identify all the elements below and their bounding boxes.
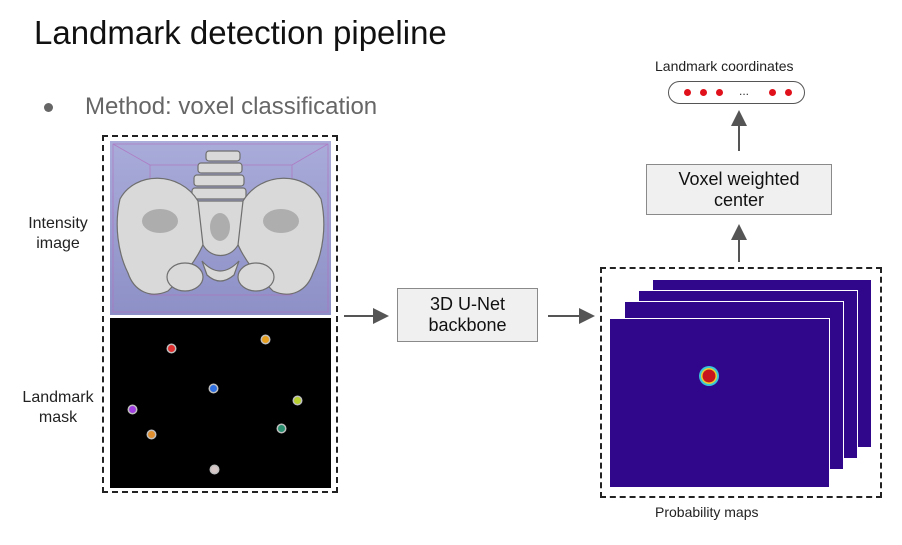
unet-backbone-box: 3D U-Net backbone xyxy=(397,288,538,342)
probability-maps-dashed-box xyxy=(600,267,882,498)
coordinate-dot xyxy=(716,89,723,96)
probability-maps-label: Probability maps xyxy=(655,504,759,520)
intensity-image xyxy=(110,141,331,315)
mask-landmark-dot xyxy=(211,466,218,473)
landmark-mask-label: Landmark mask xyxy=(22,389,94,426)
probability-hotspot xyxy=(699,366,719,386)
landmark-coordinates-pill: ... xyxy=(668,81,805,104)
mask-landmark-dot xyxy=(129,406,136,413)
mask-landmark-dot xyxy=(148,431,155,438)
mask-landmark-dot xyxy=(294,397,301,404)
coordinate-dot xyxy=(700,89,707,96)
method-bullet: Method: voxel classification xyxy=(85,93,378,120)
mask-landmark-dot xyxy=(262,336,269,343)
probability-map-front xyxy=(609,318,830,488)
coordinate-ellipsis: ... xyxy=(739,84,750,98)
landmark-mask-image xyxy=(110,318,331,488)
coordinate-dot xyxy=(785,89,792,96)
mask-landmark-dot xyxy=(278,425,285,432)
coordinate-dot xyxy=(769,89,776,96)
slide-title: Landmark detection pipeline xyxy=(34,14,447,51)
landmark-coordinates-label: Landmark coordinates xyxy=(655,58,794,74)
pelvis-render xyxy=(112,143,329,313)
intensity-image-label: Intensity image xyxy=(28,215,88,252)
voxel-weighted-center-box: Voxel weighted center xyxy=(646,164,832,215)
mask-landmark-dot xyxy=(210,385,217,392)
bullet-icon xyxy=(44,103,53,112)
input-dashed-box xyxy=(102,135,338,493)
mask-landmark-dot xyxy=(168,345,175,352)
coordinate-dot xyxy=(684,89,691,96)
